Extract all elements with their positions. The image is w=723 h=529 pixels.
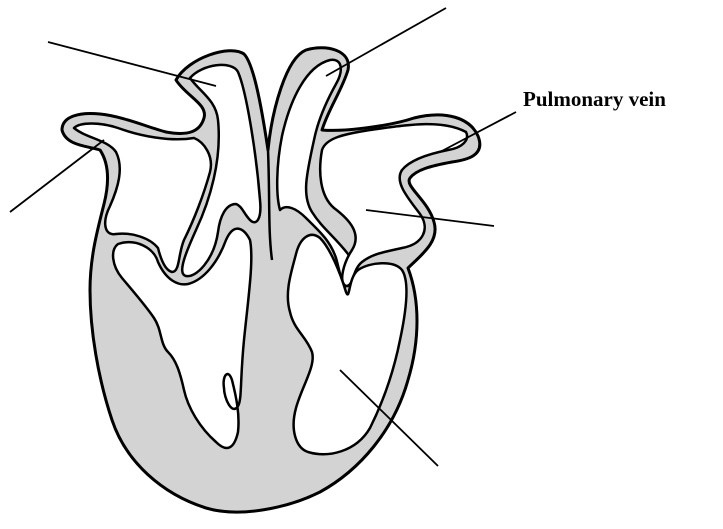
leader-line-left-middle (10, 140, 104, 212)
pulmonary-vein-label: Pulmonary vein (523, 89, 666, 110)
leader-line-top-right (326, 8, 446, 76)
